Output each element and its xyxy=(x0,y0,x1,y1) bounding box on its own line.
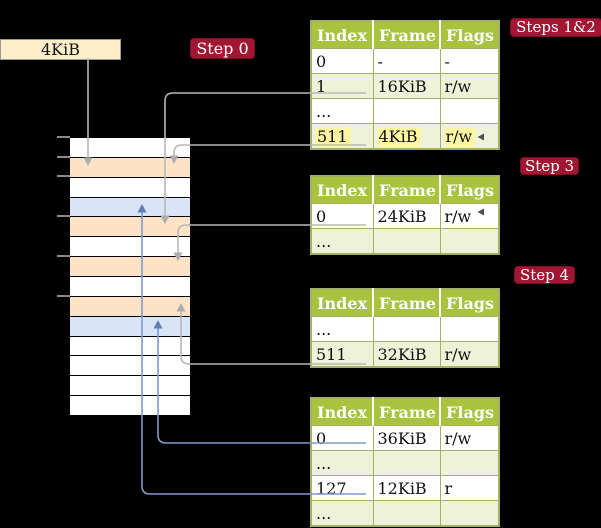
cell-index: ... xyxy=(316,453,332,473)
column-header-index: Index xyxy=(311,21,374,49)
cell-frame: - xyxy=(377,51,383,71)
cell-index: 0 xyxy=(316,428,327,448)
memory-row xyxy=(70,197,190,218)
cell-index: 0 xyxy=(316,51,327,71)
address-tick xyxy=(57,136,70,138)
memory-row xyxy=(70,237,190,258)
table-row: ... xyxy=(310,316,500,342)
cell-flags: - xyxy=(444,51,450,71)
address-tick xyxy=(57,215,70,217)
cell-index: 127 xyxy=(316,478,347,498)
memory-row xyxy=(70,376,190,397)
cell-flags: r xyxy=(444,478,453,498)
table-row: ... xyxy=(310,228,500,255)
step-3-label: Step 3 xyxy=(520,157,579,175)
cell-frame: 4KiB xyxy=(377,126,421,147)
cell-index: 1 xyxy=(316,76,327,96)
table-header-row: Index Frame Flags xyxy=(311,21,499,49)
table-row: 0 24KiB r/w xyxy=(310,203,500,229)
page-table-4: Index Frame Flags 0 36KiB r/w ... 127 12… xyxy=(310,397,500,527)
cell-frame: 32KiB xyxy=(377,344,427,364)
cell-index: ... xyxy=(316,503,332,523)
cell-index: ... xyxy=(316,101,332,121)
frame-address-box: 4KiB xyxy=(0,39,121,60)
address-tick xyxy=(57,175,70,177)
address-tick xyxy=(57,156,70,158)
memory-row xyxy=(70,257,190,278)
cell-frame: 12KiB xyxy=(377,478,427,498)
table-row: 511 32KiB r/w xyxy=(310,341,500,368)
steps-1-2-label: Steps 1&2 xyxy=(510,18,601,37)
cell-flags: r/w xyxy=(444,126,476,147)
physical-memory-column xyxy=(70,137,190,417)
table-header-row: Index Frame Flags xyxy=(311,289,499,317)
table-row: ... xyxy=(310,450,500,476)
column-header-flags: Flags xyxy=(440,398,499,426)
table-row: 0 - - xyxy=(310,48,500,74)
column-header-index: Index xyxy=(311,176,374,204)
address-tick xyxy=(57,255,70,257)
table-row: 511 4KiB r/w xyxy=(310,123,500,150)
column-header-index: Index xyxy=(311,398,374,426)
cell-index: ... xyxy=(316,319,332,339)
cell-index: 511 xyxy=(316,126,351,147)
table-row: 1 16KiB r/w xyxy=(310,73,500,99)
column-header-flags: Flags xyxy=(440,289,499,317)
table-header-row: Index Frame Flags xyxy=(311,176,499,204)
memory-row xyxy=(70,157,190,178)
cell-frame: 16KiB xyxy=(377,76,427,96)
column-header-flags: Flags xyxy=(440,21,499,49)
column-header-frame: Frame xyxy=(373,21,441,49)
column-header-frame: Frame xyxy=(373,289,441,317)
memory-row xyxy=(70,177,190,198)
cell-frame: 24KiB xyxy=(377,206,427,226)
cell-index: 511 xyxy=(316,344,347,364)
page-table-3: Index Frame Flags ... 511 32KiB r/w xyxy=(310,288,500,368)
frame-address-label: 4KiB xyxy=(40,40,80,59)
memory-row xyxy=(70,356,190,377)
column-header-flags: Flags xyxy=(440,176,499,204)
cell-frame: 36KiB xyxy=(377,428,427,448)
step-0-label: Step 0 xyxy=(190,38,255,59)
memory-row xyxy=(70,138,190,158)
table-header-row: Index Frame Flags xyxy=(311,398,499,426)
memory-row xyxy=(70,316,190,337)
cell-flags: r/w xyxy=(444,428,472,448)
table-row: 127 12KiB r xyxy=(310,475,500,501)
cell-flags: r/w xyxy=(444,206,472,226)
page-table-2: Index Frame Flags 0 24KiB r/w ... xyxy=(310,175,500,255)
cell-index: ... xyxy=(316,231,332,251)
column-header-frame: Frame xyxy=(373,176,441,204)
table-row: 0 36KiB r/w xyxy=(310,425,500,451)
cell-index: 0 xyxy=(316,206,327,226)
memory-row xyxy=(70,396,190,417)
cell-flags: r/w xyxy=(444,76,472,96)
memory-row xyxy=(70,336,190,357)
step-4-label: Step 4 xyxy=(514,266,575,284)
table-row: ... xyxy=(310,98,500,124)
memory-row xyxy=(70,217,190,238)
column-header-index: Index xyxy=(311,289,374,317)
address-tick xyxy=(57,295,70,297)
cell-flags: r/w xyxy=(444,344,472,364)
page-table-1: Index Frame Flags 0 - - 1 16KiB r/w ... … xyxy=(310,20,500,150)
column-header-frame: Frame xyxy=(373,398,441,426)
memory-row xyxy=(70,296,190,317)
memory-row xyxy=(70,277,190,297)
table-row: ... xyxy=(310,500,500,527)
